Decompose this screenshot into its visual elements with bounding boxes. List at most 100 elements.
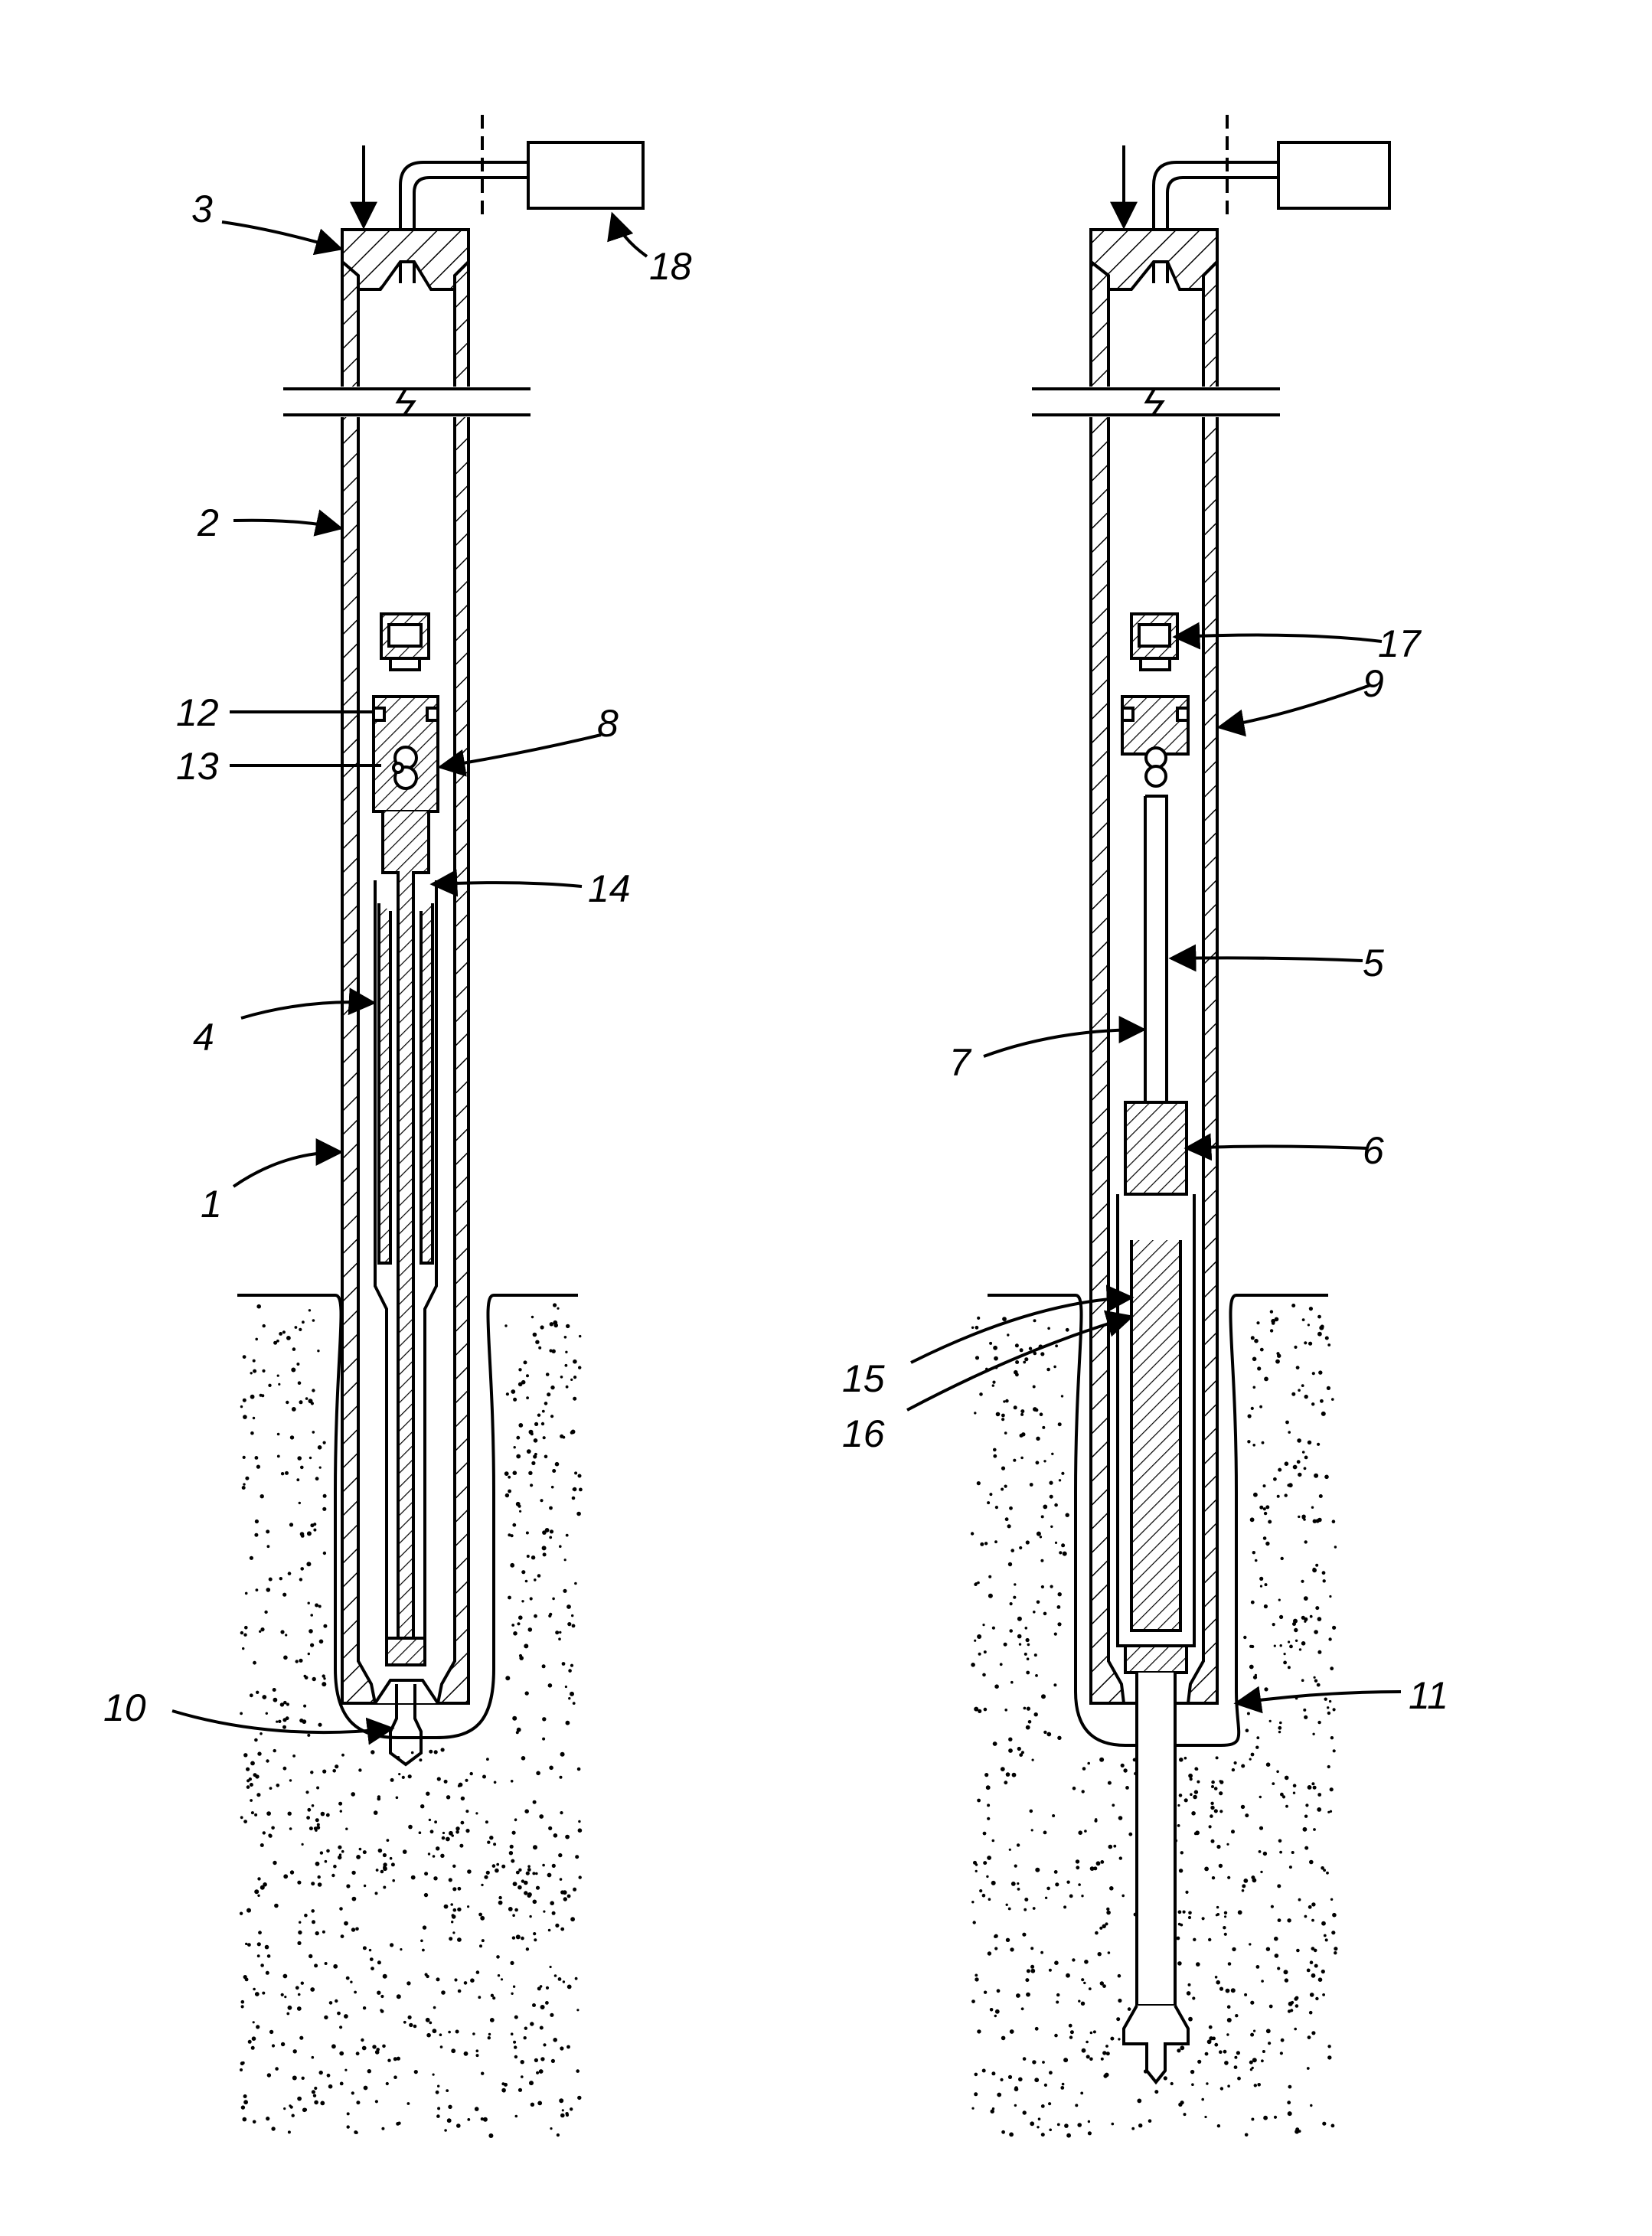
soil-dot bbox=[1285, 1805, 1288, 1808]
soil-dot bbox=[249, 1777, 252, 1781]
soil-dot bbox=[570, 1431, 574, 1435]
soil-dot bbox=[530, 1484, 533, 1487]
soil-dot bbox=[991, 1881, 996, 1885]
soil-dot bbox=[297, 1456, 302, 1461]
soil-dot bbox=[1334, 1947, 1337, 1950]
soil-dot bbox=[250, 1761, 255, 1766]
soil-dot bbox=[256, 1465, 260, 1469]
soil-dot bbox=[565, 1351, 567, 1353]
soil-dot bbox=[1294, 1628, 1298, 1632]
right-view bbox=[907, 115, 1401, 2138]
soil-dot bbox=[310, 1987, 315, 1992]
soil-dot bbox=[1332, 1520, 1336, 1523]
soil-dot bbox=[573, 1487, 576, 1491]
soil-dot bbox=[245, 1943, 247, 1945]
soil-dot bbox=[280, 1630, 284, 1634]
soil-dot bbox=[1259, 1826, 1263, 1830]
soil-dot bbox=[1100, 1860, 1104, 1864]
soil-dot bbox=[1005, 1517, 1009, 1521]
soil-dot bbox=[409, 2023, 413, 2027]
soil-dot bbox=[560, 1811, 563, 1814]
soil-dot bbox=[1011, 1882, 1016, 1886]
soil-dot bbox=[470, 1772, 473, 1775]
soil-dot bbox=[550, 1322, 553, 1326]
soil-dot bbox=[318, 1875, 321, 1879]
soil-dot bbox=[1204, 1867, 1209, 1872]
soil-dot bbox=[1299, 1648, 1301, 1650]
soil-dot bbox=[275, 2067, 279, 2071]
soil-dot bbox=[277, 1433, 280, 1436]
soil-dot bbox=[335, 1764, 338, 1768]
soil-dot bbox=[337, 2012, 341, 2016]
soil-dot bbox=[1020, 1457, 1024, 1460]
soil-dot bbox=[1247, 1712, 1250, 1715]
soil-dot bbox=[1227, 2005, 1231, 2009]
soil-dot bbox=[240, 1912, 243, 1915]
soil-dot bbox=[1217, 2124, 1220, 2127]
soil-dot bbox=[448, 2031, 451, 2034]
soil-dot bbox=[250, 1783, 253, 1787]
soil-dot bbox=[371, 1750, 374, 1754]
soil-dot bbox=[482, 1775, 486, 1779]
soil-dot bbox=[309, 1399, 313, 1403]
soil-dot bbox=[452, 1914, 456, 1919]
soil-dot bbox=[1042, 1426, 1045, 1429]
soil-dot bbox=[575, 1977, 578, 1980]
soil-dot bbox=[323, 1441, 326, 1444]
soil-dot bbox=[338, 1846, 341, 1849]
soil-dot bbox=[984, 1650, 987, 1653]
soil-dot bbox=[1304, 1341, 1307, 1344]
soil-dot bbox=[1023, 2110, 1027, 2114]
soil-dot bbox=[524, 1644, 528, 1648]
soil-dot bbox=[375, 2100, 378, 2103]
soil-dot bbox=[1020, 1409, 1024, 1413]
label-8: 8 bbox=[597, 702, 619, 745]
soil-dot bbox=[521, 1937, 524, 1941]
soil-dot bbox=[265, 1945, 269, 1950]
soil-dot bbox=[1307, 2067, 1310, 2070]
soil-dot bbox=[283, 1767, 287, 1771]
soil-dot bbox=[1040, 1536, 1042, 1538]
soil-dot bbox=[532, 1872, 535, 1875]
soil-dot bbox=[971, 1999, 975, 2003]
soil-dot bbox=[1320, 1399, 1324, 1403]
soil-dot bbox=[1297, 1460, 1301, 1464]
soil-dot bbox=[1197, 2060, 1201, 2064]
soil-dot bbox=[993, 1346, 997, 1350]
soil-dot bbox=[1327, 1811, 1330, 1813]
soil-dot bbox=[278, 1720, 281, 1723]
soil-dot bbox=[993, 1741, 997, 1746]
soil-dot bbox=[318, 1882, 322, 1887]
soil-dot bbox=[508, 1490, 511, 1493]
soil-dot bbox=[1285, 1776, 1289, 1781]
soil-dot bbox=[254, 1889, 259, 1894]
soil-dot bbox=[1304, 1456, 1308, 1460]
soil-dot bbox=[1315, 1997, 1318, 2000]
soil-dot bbox=[297, 1941, 301, 1945]
soil-dot bbox=[1023, 1361, 1026, 1364]
soil-dot bbox=[1078, 1830, 1082, 1835]
soil-dot bbox=[250, 1799, 253, 1802]
soil-dot bbox=[1001, 1467, 1005, 1471]
soil-dot bbox=[578, 1474, 582, 1478]
soil-dot bbox=[1288, 1431, 1291, 1434]
soil-dot bbox=[1324, 1934, 1327, 1937]
soil-dot bbox=[1334, 1951, 1337, 1954]
soil-dot bbox=[390, 1778, 394, 1782]
soil-dot bbox=[244, 1626, 248, 1630]
soil-dot bbox=[312, 2056, 315, 2059]
soil-dot bbox=[1001, 2130, 1005, 2134]
soil-dot bbox=[1283, 1661, 1287, 1665]
soil-dot bbox=[1236, 2051, 1240, 2055]
soil-dot bbox=[408, 1774, 412, 1778]
soil-dot bbox=[344, 2014, 348, 2019]
soil-dot bbox=[562, 2109, 564, 2111]
soil-dot bbox=[320, 2101, 325, 2106]
soil-dot bbox=[1061, 1395, 1063, 1397]
soil-dot bbox=[1093, 1866, 1097, 1870]
soil-dot bbox=[245, 1592, 248, 1595]
soil-dot bbox=[1251, 1601, 1255, 1604]
soil-dot bbox=[240, 1712, 243, 1715]
soil-dot bbox=[478, 1996, 481, 1999]
soil-dot bbox=[437, 1777, 441, 1781]
